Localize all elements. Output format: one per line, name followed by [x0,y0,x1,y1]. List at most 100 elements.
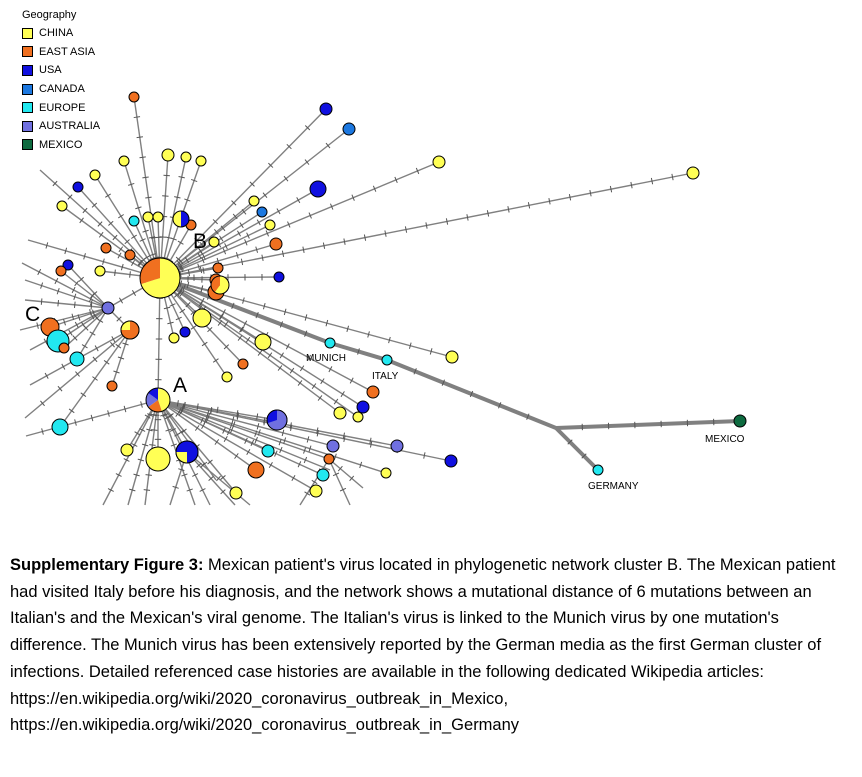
mutation-tick [178,176,185,179]
mutation-tick [71,286,76,294]
mutation-tick [148,257,155,261]
pie-slice [146,392,158,408]
network-node [56,200,68,212]
mutation-tick [202,267,205,274]
network-node [229,486,243,500]
mutation-tick [359,461,363,469]
mutation-tick [78,276,85,282]
mutation-tick [67,194,73,200]
mutation-tick [117,356,125,360]
mutation-tick [425,222,428,229]
mutation-tick [255,246,259,253]
mutation-tick [256,219,261,226]
network-node [179,326,191,338]
network-node-pie [139,257,181,299]
mutation-tick [369,441,373,448]
mutation-tick [290,424,293,431]
mutation-tick [246,232,250,239]
mutation-tick [279,321,284,328]
network-node [118,155,130,167]
mutation-tick [236,230,242,237]
mutation-tick [172,485,179,489]
label-italy: ITALY [372,371,399,382]
mutation-tick [234,453,239,459]
network-node [254,333,272,351]
mutation-tick [111,336,116,343]
edge [157,399,217,481]
network-node [269,237,283,251]
network-node [128,91,140,103]
mutation-tick [239,326,244,333]
mutation-tick [197,263,201,270]
mutation-tick [242,297,245,304]
mutation-tick [201,257,205,264]
legend-label: EUROPE [39,101,86,114]
mutation-tick [208,475,214,482]
mutation-tick [73,301,76,309]
network-node [326,439,340,453]
edge [157,399,452,462]
mutation-tick [289,367,295,374]
mutation-tick [149,253,157,257]
mutation-tick [283,437,287,444]
mutation-tick [408,342,412,349]
pie-slice [210,276,220,293]
mutation-tick [83,253,86,260]
pie-slice [187,441,198,463]
figure-caption: Supplementary Figure 3: Mexican patient'… [10,552,850,739]
mutation-tick [581,453,587,459]
edge [157,399,257,471]
mutation-tick [142,229,149,233]
wikipedia-link-germany[interactable]: https://en.wikipedia.org/wiki/2020_coron… [10,716,520,735]
mutation-tick [123,405,127,413]
mutation-tick [281,429,285,437]
mutation-tick [72,335,78,341]
mutation-tick [429,348,433,355]
mutation-tick [118,297,124,304]
mutation-tick [343,238,346,245]
mutation-tick [129,271,131,278]
mutation-tick [110,341,115,348]
mutation-tick [174,432,181,437]
mutation-tick [213,229,219,235]
mutation-tick [630,181,633,189]
mutation-tick [277,365,283,371]
mutation-tick [214,439,220,445]
wikipedia-link-mexico[interactable]: https://en.wikipedia.org/wiki/2020_coron… [10,689,509,708]
caption-heading: Supplementary Figure 3: [10,556,204,574]
network-node [89,169,101,181]
mutation-tick [187,269,191,277]
mutation-tick [231,416,235,423]
mutation-tick [162,413,169,417]
mutation-tick [173,292,180,298]
network-node [180,151,192,163]
mutation-tick [170,443,178,447]
mutation-tick [256,423,260,430]
mutation-tick [297,461,302,468]
legend-item-usa: USA [22,61,100,80]
mutation-tick [232,213,238,220]
mutation-tick [222,427,226,434]
mutation-tick [212,358,219,363]
edge [67,264,109,309]
mutation-tick [139,156,146,159]
mutation-tick [240,326,245,333]
mutation-tick [98,231,104,238]
legend-swatch [22,46,33,58]
mutation-tick [283,175,289,182]
mutation-tick [231,302,235,310]
label-mexico: MEXICO [705,434,745,445]
mutation-tick [207,327,213,333]
mutation-tick [127,182,135,186]
mutation-tick [88,295,93,303]
mutation-tick [151,429,158,431]
mutation-tick [296,197,301,204]
mutation-tick [281,250,285,258]
mutation-tick [220,489,226,495]
mutation-tick [384,230,387,237]
legend-label: MEXICO [39,138,83,151]
mutation-tick [118,246,124,253]
mutation-tick [423,452,426,459]
mutation-tick [255,311,259,319]
mutation-tick [333,398,339,405]
